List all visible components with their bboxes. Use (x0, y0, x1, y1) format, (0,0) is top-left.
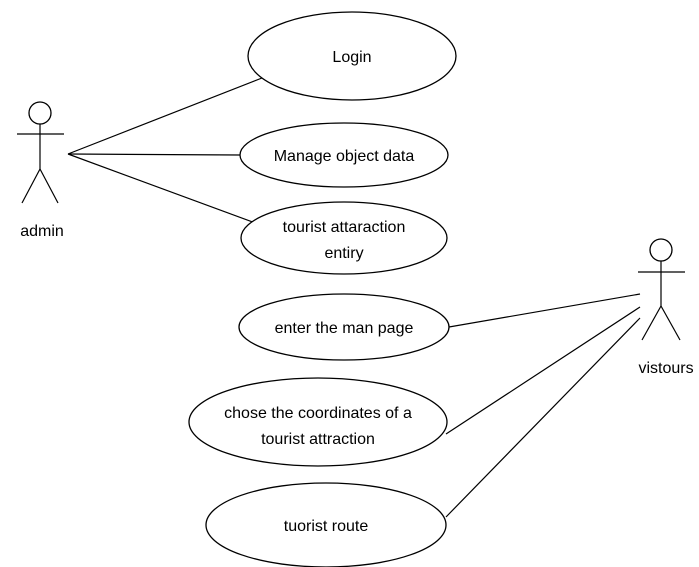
association-visitor-main-page (448, 293, 641, 328)
actor-admin: admin (17, 101, 64, 240)
association-admin-manage (67, 153, 241, 156)
association-admin-login (67, 77, 263, 155)
actor-visitor-head (649, 238, 673, 262)
actor-visitor-left-leg (641, 305, 662, 341)
use-case-login: Login (247, 11, 457, 101)
actor-visitor-label: vistours (638, 360, 693, 377)
use-case-tourist-attraction-entry: tourist attaraction entiry (240, 201, 448, 275)
use-case-enter-main-page: enter the man page (238, 293, 450, 361)
actor-visitor-right-leg (660, 305, 681, 341)
actor-admin-left-leg (21, 168, 41, 204)
use-case-login-ellipse (247, 11, 457, 101)
use-case-choose-coordinates: chose the coordinates of a tourist attra… (188, 377, 448, 467)
association-visitor-route (445, 317, 641, 518)
use-case-coordinates-label-line2: tourist attraction (261, 431, 375, 448)
use-case-entry-ellipse (240, 201, 448, 275)
actor-visitor: vistours (638, 238, 694, 377)
use-case-manage-ellipse (239, 122, 449, 188)
actor-admin-label: admin (20, 223, 64, 240)
use-case-route-label: tuorist route (284, 518, 369, 535)
use-case-manage-label: Manage object data (274, 148, 415, 165)
use-case-manage-object-data: Manage object data (239, 122, 449, 188)
actor-admin-right-leg (39, 168, 59, 204)
actor-admin-head (28, 101, 52, 125)
use-case-main-page-label: enter the man page (275, 320, 414, 337)
use-case-coordinates-label-line1: chose the coordinates of a (224, 405, 412, 422)
association-admin-entry (67, 153, 259, 225)
use-case-login-label: Login (332, 49, 371, 66)
association-visitor-coordinates (445, 306, 641, 435)
use-case-main-page-ellipse (238, 293, 450, 361)
use-case-route-ellipse (205, 482, 447, 567)
use-case-coordinates-ellipse (188, 377, 448, 467)
use-case-entry-label-line2: entiry (324, 245, 363, 262)
use-case-entry-label-line1: tourist attaraction (283, 219, 406, 236)
use-case-tourist-route: tuorist route (205, 482, 447, 567)
